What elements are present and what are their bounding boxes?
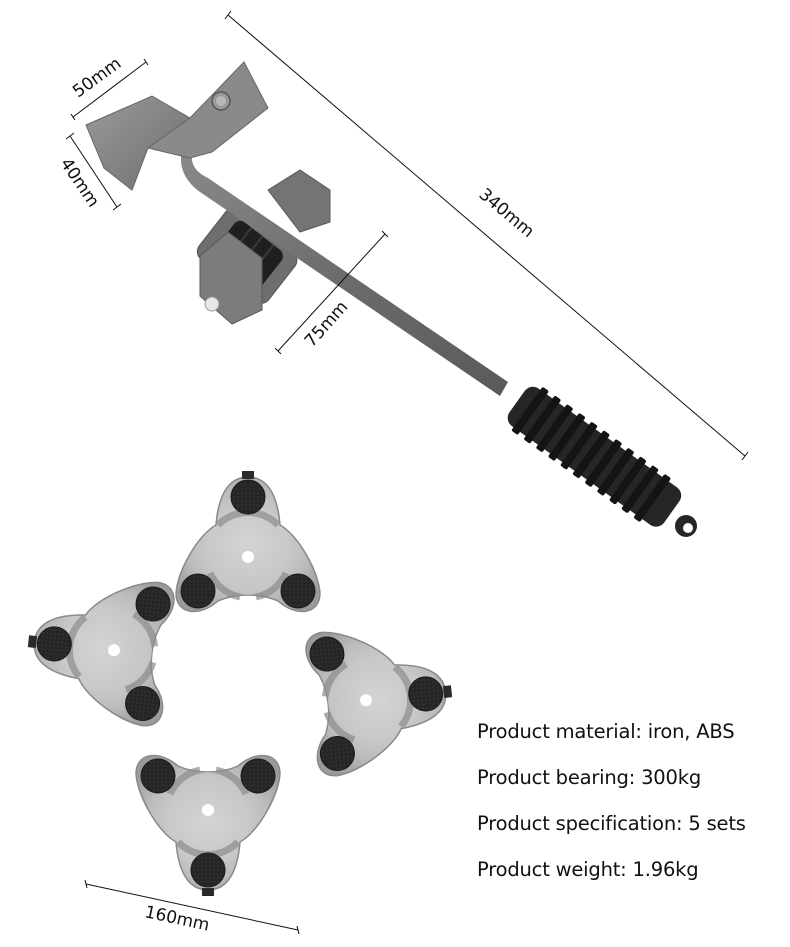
dim-label-160mm: 160mm <box>143 902 211 935</box>
spec-list: Product material: iron, ABS Product bear… <box>477 713 787 897</box>
spec-bearing: Product bearing: 300kg <box>477 766 701 789</box>
slider-pad-bottom <box>136 756 280 896</box>
dim-label-75mm: 75mm <box>301 297 353 351</box>
dimension-lines <box>65 10 749 935</box>
lever-lifter-image <box>85 61 697 537</box>
dim-label-50mm: 50mm <box>69 54 125 102</box>
slider-pads-image <box>21 471 459 896</box>
dim-label-40mm: 40mm <box>56 155 103 212</box>
spec-weight: Product weight: 1.96kg <box>477 858 699 881</box>
spec-specification: Product specification: 5 sets <box>477 812 746 835</box>
slider-pad-left <box>21 570 176 728</box>
slider-pad-top <box>176 471 320 611</box>
slider-pad-right <box>304 620 459 778</box>
spec-material: Product material: iron, ABS <box>477 720 735 743</box>
